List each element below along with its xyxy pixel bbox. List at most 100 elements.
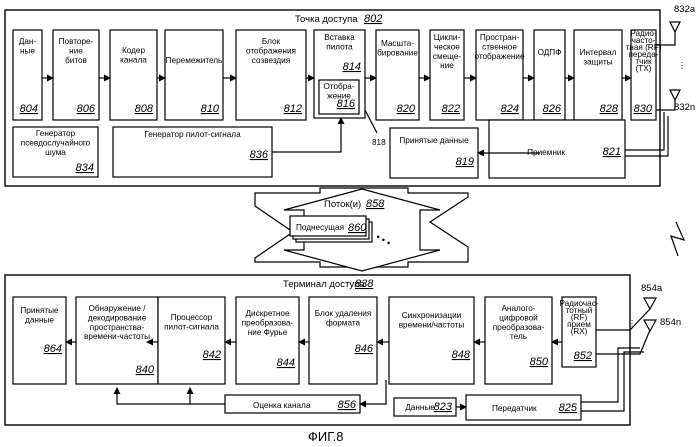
receiver-number: 821 <box>603 146 621 158</box>
guard-interval-label-line: защиты <box>583 57 612 66</box>
data-at-number: 823 <box>434 401 453 413</box>
connector-label-818: 818 <box>372 138 386 147</box>
idft-label-line: ОДПФ <box>538 48 562 57</box>
dft-label-line: преобразова- <box>242 318 294 327</box>
rf-rx-label-line: (RX) <box>571 327 588 336</box>
detection-label-line: пространства- <box>90 323 145 332</box>
terminal-title: Терминал доступа <box>283 279 365 290</box>
received-data-at-label-line: данные <box>25 315 54 324</box>
bit-repeat-label-line: ние <box>69 46 83 55</box>
detection-label-line: Обнаружение / <box>88 304 146 313</box>
constellation-map-label-line: созвездия <box>252 56 290 65</box>
pn-generator-number: 834 <box>76 162 94 174</box>
guard-interval-label-line: Интервал <box>580 48 617 57</box>
block-detection: Обнаружение /декодированиепространства-в… <box>76 297 158 384</box>
block-scaling: Масшта-бирование 820 <box>376 30 419 120</box>
block-data-at: Данные823 <box>394 398 456 416</box>
block-idft: ОДПФ826 <box>534 30 565 120</box>
data-label-line: Дан- <box>19 37 37 46</box>
dft-label-line: Дискретное <box>245 309 289 318</box>
antenna-label-854a: 854a <box>641 283 663 294</box>
constellation-map-label-line: Блок <box>262 37 281 46</box>
access-point-title: Точка доступа <box>295 14 358 25</box>
transmitter-label-line: Передатчик <box>492 404 537 413</box>
block-format-removal: Блок удаленияформата846 <box>309 297 377 384</box>
block-mapping: Отобра-жение816 <box>319 80 359 114</box>
spatial-map-label-line: отображение <box>474 52 525 61</box>
detection-number: 840 <box>136 364 155 376</box>
pn-generator-label-line: шума <box>45 148 66 157</box>
stream-label: Поток(и) <box>324 199 361 210</box>
received-data-at-label-line: Принятые <box>20 306 59 315</box>
block-dft: Дискретноепреобразова-ние Фурье 844 <box>236 297 299 384</box>
ap-antennas: 832a 832n <box>670 4 696 113</box>
scaling-number: 820 <box>397 103 416 115</box>
format-removal-label-line: Блок удаления <box>315 309 372 318</box>
spatial-map-number: 824 <box>501 103 519 115</box>
block-transmitter: Передатчик 825 <box>466 395 581 420</box>
received-data-ap-label-line: Принятые данные <box>399 136 469 145</box>
channel-coder-number: 808 <box>135 103 154 115</box>
cyclic-shift-label-line: ние <box>440 61 454 70</box>
detection-label-line: времени-частоты <box>84 332 150 341</box>
terminal-number: 838 <box>355 278 374 290</box>
block-pilot-generator: Генератор пилот-сигнала836 <box>113 127 272 177</box>
antenna-dots: ⋮ <box>678 61 686 70</box>
mapping-label-line: Отобра- <box>323 82 354 91</box>
antenna-icon: 832n <box>670 90 695 113</box>
access-point-number: 802 <box>364 13 382 25</box>
channel-coder-label-line: канала <box>120 55 147 64</box>
guard-interval-number: 828 <box>600 103 619 115</box>
time-freq-sync-label-line: времени/частоты <box>399 320 465 329</box>
adc-label-line: преобразова- <box>493 323 545 332</box>
block-rf-tx: Радио-часто-тная (RF)переда-тчик(TX)830 <box>626 29 662 120</box>
cyclic-shift-label-line: Цикли- <box>434 33 461 42</box>
spatial-map-label-line: Простран- <box>480 33 519 42</box>
data-at-label-line: Данные <box>405 403 435 412</box>
block-constellation-map: Блокотображениясозвездия 812 <box>236 30 306 120</box>
constellation-map-label-line: отображения <box>246 46 296 55</box>
at-antennas: 854a 854n <box>641 283 681 331</box>
rf-tx-label-line: (TX) <box>636 64 652 73</box>
pilot-generator-label-line: Генератор пилот-сигнала <box>144 130 241 139</box>
bit-repeat-label-line: битов <box>65 56 87 65</box>
interleaver-label-line: Перемежитель <box>166 56 223 65</box>
scaling-label-line: Масшта- <box>381 39 414 48</box>
block-pn-generator: Генераторпсевдослучайногошума834 <box>13 127 98 177</box>
bit-repeat-label-line: Повторе- <box>59 37 94 46</box>
adc-label-line: цифровой <box>499 313 538 322</box>
block-spatial-map: Простран-ственноеотображение 824 <box>474 30 525 120</box>
antenna-icon: 854n <box>644 317 681 331</box>
cyclic-shift-label-line: смеще- <box>433 52 461 61</box>
block-rf-rx: Радиочас-тотный(RF)прием(RX)852 <box>559 297 598 367</box>
block-time-freq-sync: Синхронизациивремени/частоты848 <box>389 297 474 384</box>
format-removal-number: 846 <box>355 343 374 355</box>
dft-label-line: ние Фурье <box>248 328 288 337</box>
cyclic-shift-number: 822 <box>442 103 460 115</box>
pilot-processor-label-line: пилот-сигнала <box>164 322 219 331</box>
pilot-processor-label-line: Процессор <box>171 313 213 322</box>
scaling-label-line: бирование <box>377 48 418 57</box>
detection-label-line: декодирование <box>88 313 147 322</box>
constellation-map-number: 812 <box>284 103 302 115</box>
spatial-map-label-line: ственное <box>482 42 517 51</box>
dft-number: 844 <box>277 357 295 369</box>
data-label-line: ные <box>20 46 35 55</box>
cyclic-shift-label-line: ческое <box>434 42 460 51</box>
antenna-label-854n: 854n <box>660 317 681 328</box>
bit-repeat-number: 806 <box>77 103 96 115</box>
block-channel-estimation: Оценка канала856 <box>225 395 360 413</box>
block-adc: Аналого-цифровойпреобразова-тель850 <box>485 297 552 384</box>
transmitter-number: 825 <box>559 402 578 414</box>
block-guard-interval: Интервалзащиты 828 <box>574 30 622 120</box>
pn-generator-label-line: Генератор <box>36 129 76 138</box>
block-bit-repeat: Повторе-ниебитов 806 <box>53 30 99 120</box>
stream-number: 858 <box>366 198 385 210</box>
subcarrier-number: 860 <box>348 222 367 234</box>
time-freq-sync-number: 848 <box>452 349 471 361</box>
antenna-dots: ⋮ <box>628 319 636 328</box>
data-number: 804 <box>20 103 38 115</box>
pilot-processor-number: 842 <box>203 349 221 361</box>
figure-caption: ФИГ.8 <box>308 429 344 444</box>
adc-label-line: Аналого- <box>501 304 535 313</box>
